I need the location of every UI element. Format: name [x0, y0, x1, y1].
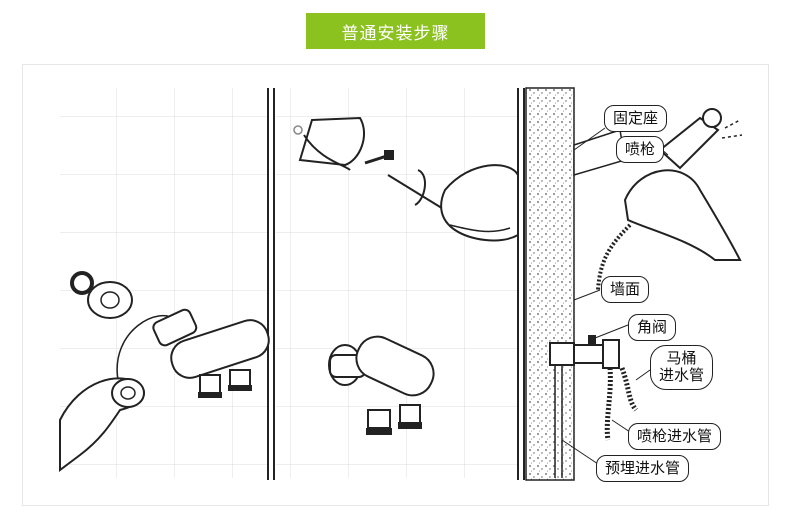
label-toilet-pipe-line1: 马桶 [666, 349, 697, 367]
label-embedded-pipe: 预埋进水管 [596, 455, 690, 483]
page-title: 普通安装步骤 [306, 13, 485, 49]
valve-icon [328, 335, 435, 435]
label-angle-valve: 角阀 [628, 314, 677, 342]
double-valve-icon [152, 308, 270, 398]
angle-valve-icon [549, 335, 620, 369]
panel-step-2 [276, 88, 525, 480]
label-base: 固定座 [604, 105, 668, 133]
label-toilet-pipe-line2: 进水管 [659, 366, 705, 385]
panel-step-3 [525, 87, 743, 481]
panel-step-1 [59, 88, 275, 480]
holder-base-icon [298, 116, 365, 171]
label-wall: 墙面 [601, 276, 650, 304]
hand-holding-icon [623, 169, 742, 261]
screwdriver-hand-icon [440, 164, 519, 242]
spray-gun-icon [658, 108, 743, 170]
hand-icon [59, 377, 145, 472]
label-spray-pipe: 喷枪进水管 [628, 423, 722, 451]
label-spray-gun: 喷枪 [616, 136, 665, 164]
label-toilet-pipe: 马桶 进水管 [650, 345, 714, 390]
